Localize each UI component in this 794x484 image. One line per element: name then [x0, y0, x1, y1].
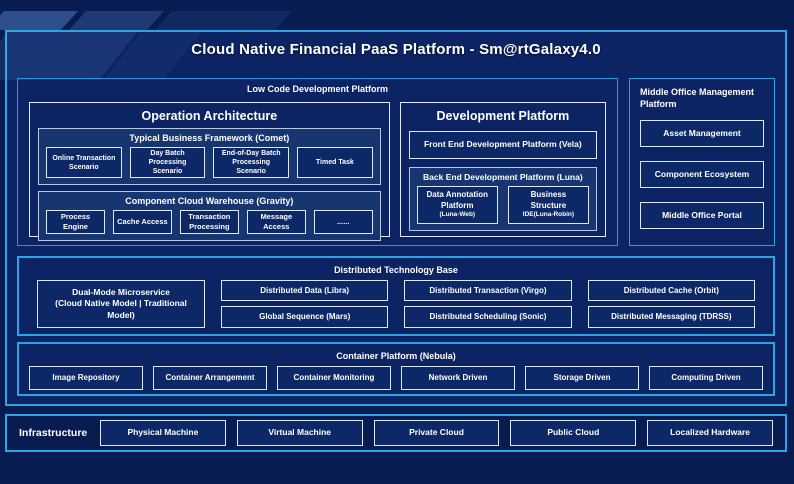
box-global-sequence-mars: Global Sequence (Mars)	[221, 306, 389, 328]
diagram-content: Low Code Development Platform Operation …	[7, 78, 785, 396]
box-label: (Cloud Native Model | Traditional Model)	[55, 298, 187, 320]
box-distributed-cache-orbit: Distributed Cache (Orbit)	[587, 280, 755, 302]
box-dual-mode-microservice: Dual-Mode Microservice (Cloud Native Mod…	[37, 280, 205, 328]
typical-framework-items: Online Transaction Scenario Day Batch Pr…	[46, 147, 373, 179]
box-computing-driven: Computing Driven	[649, 366, 763, 390]
box-network-driven: Network Driven	[401, 366, 515, 390]
box-process-engine: Process Engine	[46, 210, 105, 234]
streak-shape	[0, 11, 78, 30]
development-platform-title: Development Platform	[436, 109, 570, 123]
box-asset-management: Asset Management	[640, 120, 764, 148]
box-label: Data Annotation Platform	[426, 190, 489, 210]
box-end-of-day-batch-processing-scenario: End-of-Day Batch Processing Scenario	[213, 147, 290, 179]
distributed-technology-base-panel: Distributed Technology Base Dual-Mode Mi…	[17, 256, 775, 336]
box-transaction-processing: Transaction Processing	[179, 210, 239, 234]
container-platform-panel: Container Platform (Nebula) Image Reposi…	[17, 342, 775, 396]
box-label: Dual-Mode Microservice	[72, 287, 170, 298]
box-distributed-transaction-virgo: Distributed Transaction (Virgo)	[404, 280, 572, 302]
typical-business-framework-title: Typical Business Framework (Comet)	[129, 133, 290, 143]
container-platform-items: Image Repository Container Arrangement C…	[29, 366, 763, 390]
page-title: Cloud Native Financial PaaS Platform - S…	[191, 41, 601, 58]
back-end-items: Data Annotation Platform (Luna-Web) Busi…	[416, 186, 590, 224]
decorative-streaks	[0, 11, 330, 30]
box-front-end-development-platform-vela: Front End Development Platform (Vela)	[408, 131, 597, 159]
operation-architecture-panel: Operation Architecture Typical Business …	[29, 102, 390, 241]
streak-shape	[154, 11, 292, 30]
box-storage-driven: Storage Driven	[525, 366, 639, 390]
main-frame: Cloud Native Financial PaaS Platform - S…	[0, 30, 787, 406]
box-private-cloud: Private Cloud	[373, 420, 500, 446]
middle-office-management-platform-label: Middle Office Management Platform	[640, 87, 755, 109]
box-container-monitoring: Container Monitoring	[277, 366, 391, 390]
box-virtual-machine: Virtual Machine	[236, 420, 363, 446]
box-image-repository: Image Repository	[29, 366, 143, 390]
box-online-transaction-scenario: Online Transaction Scenario	[46, 147, 122, 179]
box-distributed-scheduling-sonic: Distributed Scheduling (Sonic)	[404, 306, 572, 328]
low-code-development-platform-label: Low Code Development Platform	[246, 84, 389, 94]
box-sublabel: IDE(Luna-Robin)	[522, 211, 575, 219]
box-physical-machine: Physical Machine	[100, 420, 226, 446]
back-end-development-platform-box: Back End Development Platform (Luna) Dat…	[408, 167, 597, 231]
box-label: Business Structure	[530, 190, 567, 210]
box-cache-access: Cache Access	[112, 210, 172, 234]
distributed-technology-items: Dual-Mode Microservice (Cloud Native Mod…	[37, 280, 755, 328]
distributed-technology-base-label: Distributed Technology Base	[334, 265, 458, 275]
operation-architecture-title: Operation Architecture	[141, 109, 278, 123]
container-platform-label: Container Platform (Nebula)	[336, 351, 456, 361]
back-end-development-platform-title: Back End Development Platform (Luna)	[423, 172, 583, 182]
low-code-development-platform-group: Low Code Development Platform Operation …	[17, 78, 618, 246]
infrastructure-panel: Infrastructure Physical Machine Virtual …	[5, 414, 787, 452]
box-localized-hardware: Localized Hardware	[647, 420, 773, 446]
box-business-structure-ide: Business Structure IDE(Luna-Robin)	[507, 186, 590, 224]
component-cloud-warehouse-title: Component Cloud Warehouse (Gravity)	[125, 196, 294, 207]
box-timed-task: Timed Task	[297, 147, 373, 179]
box-public-cloud: Public Cloud	[510, 420, 637, 446]
infrastructure-label: Infrastructure	[19, 427, 88, 439]
box-middle-office-portal: Middle Office Portal	[640, 202, 764, 230]
box-distributed-data-libra: Distributed Data (Libra)	[221, 280, 389, 302]
box-message-access: Message Access	[246, 210, 306, 234]
development-platform-panel: Development Platform Front End Developme…	[399, 102, 606, 237]
box-container-arrangement: Container Arrangement	[153, 366, 267, 390]
typical-business-framework-box: Typical Business Framework (Comet) Onlin…	[38, 128, 381, 186]
box-day-batch-processing-scenario: Day Batch Processing Scenario	[129, 147, 206, 179]
component-cloud-warehouse-box: Component Cloud Warehouse (Gravity) Proc…	[38, 191, 381, 241]
box-data-annotation-platform: Data Annotation Platform (Luna-Web)	[416, 186, 498, 224]
box-distributed-messaging-tdrss: Distributed Messaging (TDRSS)	[587, 306, 755, 328]
box-ellipsis-more: ......	[313, 210, 373, 234]
component-warehouse-items: Process Engine Cache Access Transaction …	[46, 210, 373, 234]
middle-office-management-platform-panel: Middle Office Management Platform Asset …	[629, 78, 775, 246]
streak-shape	[68, 11, 164, 30]
box-component-ecosystem: Component Ecosystem	[640, 161, 764, 189]
top-row: Low Code Development Platform Operation …	[17, 78, 775, 246]
box-sublabel: (Luna-Web)	[439, 211, 476, 219]
